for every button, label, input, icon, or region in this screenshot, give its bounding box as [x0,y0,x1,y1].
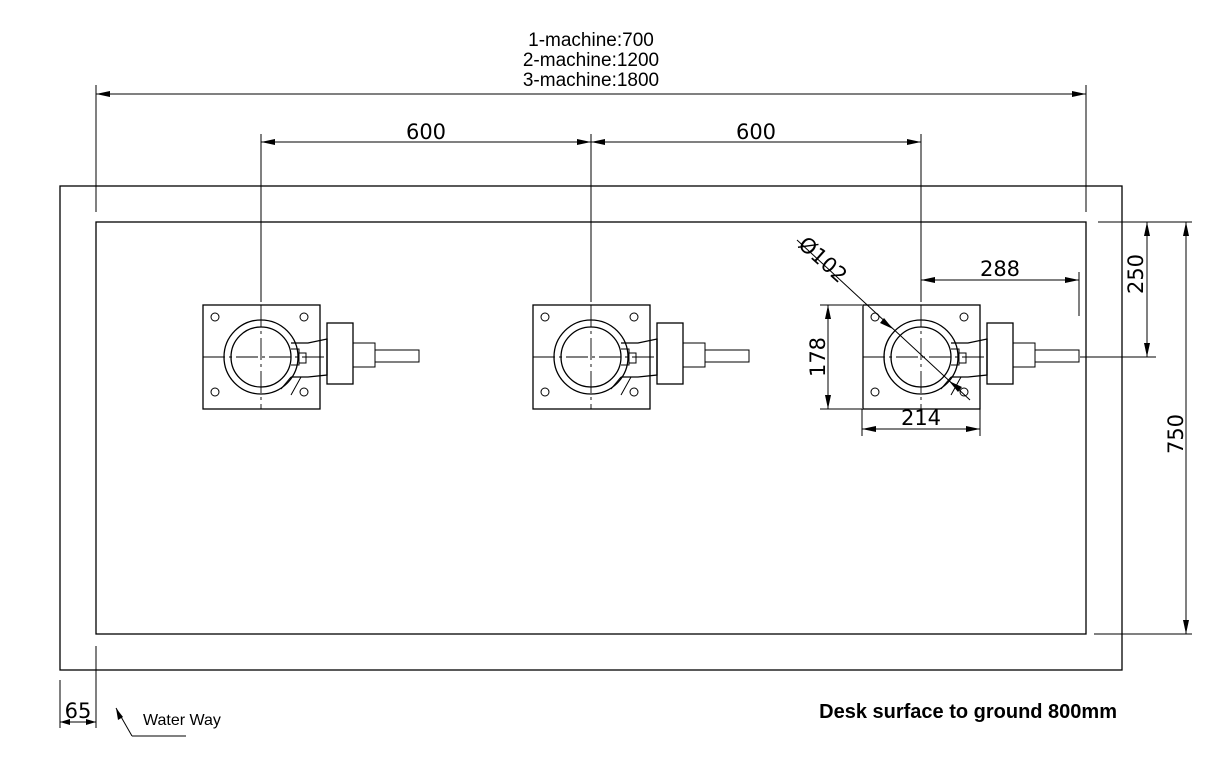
dimension-214-label: 214 [901,406,941,430]
dimension-65 [59,646,97,728]
dimension-178 [820,304,862,410]
overall-width-dimension [95,85,1087,212]
machine-unit [862,304,1080,410]
dimension-250 [1080,221,1156,358]
machine-unit [532,304,750,410]
water-way-label: Water Way [143,712,221,729]
diameter-label: Ø102 [794,232,852,288]
desk-height-note: Desk surface to ground 800mm [819,701,1117,723]
dimension-250-label: 250 [1124,254,1148,294]
machine-length-3: 3-machine:1800 [523,70,659,91]
dimension-288 [921,272,1080,316]
dimension-750 [1094,221,1192,635]
spacing-right-label: 600 [736,120,776,144]
machine-unit [202,304,420,410]
water-way-arrow-icon [115,707,186,737]
dimension-214 [861,409,981,436]
dimension-178-label: 178 [806,337,830,377]
diameter-leader [796,239,971,401]
machine-length-2: 2-machine:1200 [523,50,659,71]
spacing-dimension [260,134,922,302]
dimension-288-label: 288 [980,257,1020,281]
machine-length-1: 1-machine:700 [528,30,654,51]
spacing-left-label: 600 [406,120,446,144]
dimension-65-label: 65 [65,699,92,723]
dimension-750-label: 750 [1164,414,1188,454]
